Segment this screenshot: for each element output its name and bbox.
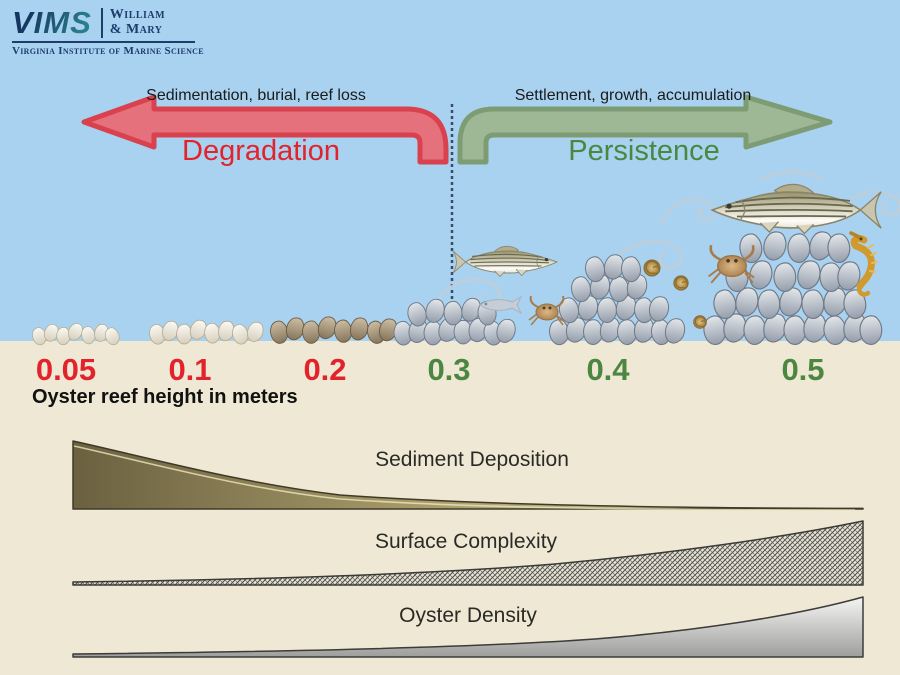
sediment-wedge-highlight: [73, 445, 856, 511]
reef-mound-0.1: [146, 317, 266, 347]
college-name-line1: William: [109, 6, 166, 22]
sediment-deposition-wedge: [72, 440, 864, 510]
sediment-deposition-label: Sediment Deposition: [375, 448, 569, 471]
tick-0.2: 0.2: [303, 352, 347, 387]
snail-icon: [673, 275, 689, 291]
striped-bass-large-icon: [711, 183, 883, 235]
college-name: William & Mary: [109, 6, 166, 37]
surface-complexity-wedge: [72, 520, 864, 586]
crab-icon: [528, 295, 565, 326]
axis-label: Oyster reef height in meters: [32, 386, 298, 408]
degradation-caption: Sedimentation, burial, reef loss: [146, 87, 366, 104]
degradation-label: Degradation: [182, 135, 340, 167]
small-fish-icon: [479, 295, 523, 315]
surface-complexity-label: Surface Complexity: [374, 530, 558, 553]
reef-mound-0.05: [29, 321, 123, 348]
vims-wordmark: VIMS: [12, 5, 92, 40]
water-background: [0, 0, 900, 341]
reef-mound-0.2: [267, 314, 400, 346]
tick-0.4: 0.4: [586, 352, 630, 387]
persistence-label: Persistence: [568, 135, 720, 167]
tick-0.1: 0.1: [168, 352, 212, 387]
seahorse-icon: [849, 231, 878, 297]
tick-0.5: 0.5: [781, 352, 825, 387]
logo-rule: [12, 41, 195, 43]
college-name-line2: & Mary: [109, 21, 163, 37]
logo-top-row: VIMS William & Mary: [12, 7, 212, 38]
vims-logo: VIMS William & Mary Virginia Institute o…: [12, 7, 212, 57]
persistence-caption: Settlement, growth, accumulation: [514, 87, 752, 104]
logo-divider: [100, 7, 103, 38]
oyster-density-label: Oyster Density: [399, 604, 537, 627]
degradation-arrow: [81, 94, 449, 165]
snail-icon: [693, 315, 707, 329]
striped-bass-medium-icon: [452, 245, 558, 277]
oyster-density-wedge: [72, 596, 864, 658]
snail-icon: [643, 259, 661, 277]
tick-0.05: 0.05: [35, 352, 97, 387]
institute-name: Virginia Institute of Marine Science: [12, 45, 204, 57]
persistence-arrow: [457, 94, 833, 165]
tick-0.3: 0.3: [427, 352, 471, 387]
crab-icon: [708, 244, 755, 284]
